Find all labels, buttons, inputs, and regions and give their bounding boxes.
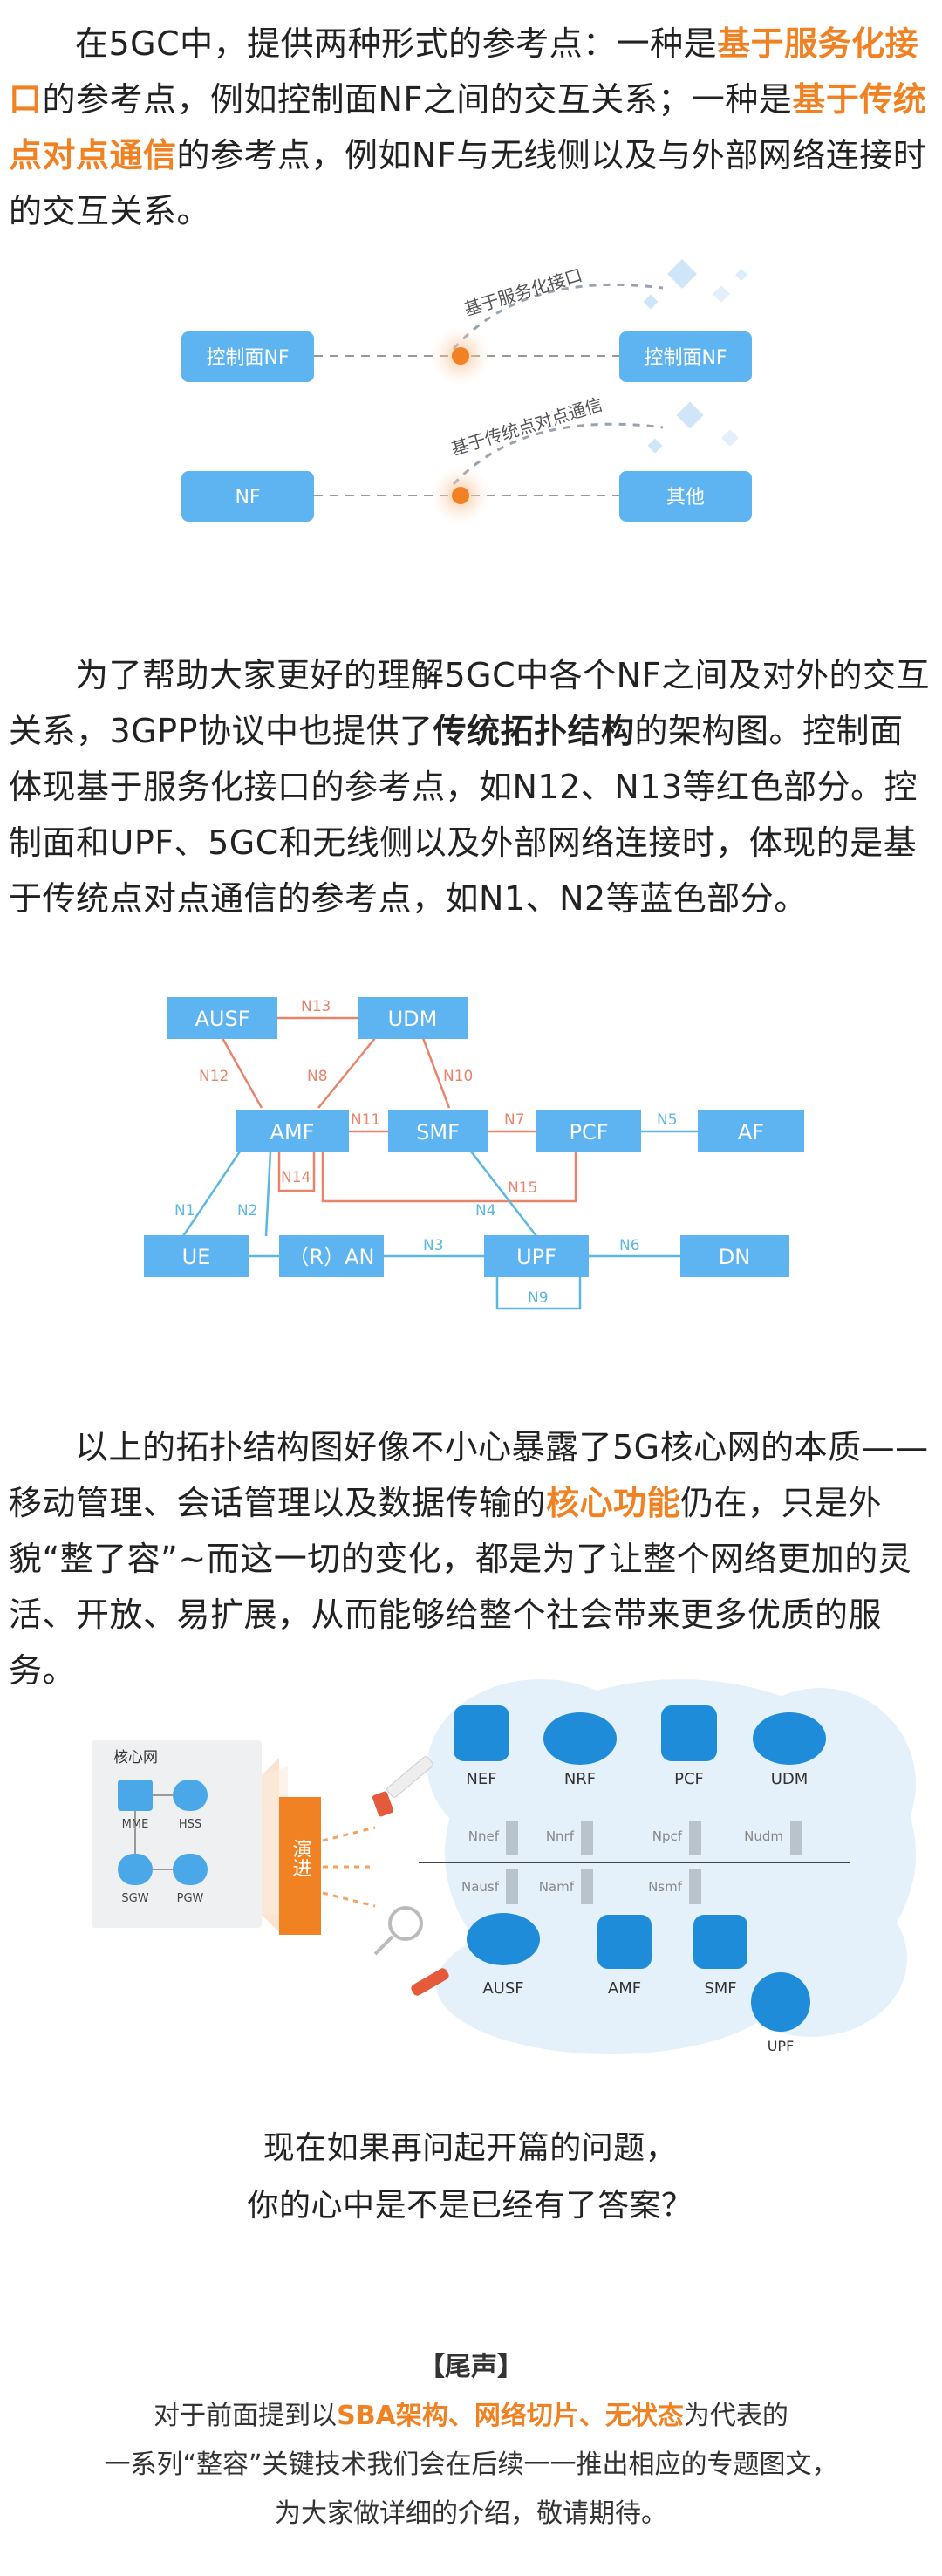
if-nausf: Nausf bbox=[461, 1879, 500, 1895]
bottom-ausf: AUSF bbox=[482, 1979, 523, 1998]
label-n6: N6 bbox=[619, 1237, 640, 1254]
label-n4: N4 bbox=[475, 1202, 496, 1220]
node-amf: AMF bbox=[270, 1120, 315, 1145]
bottom-upf: UPF bbox=[768, 2038, 795, 2054]
evolve-block bbox=[279, 1797, 321, 1935]
bottom-smf: SMF bbox=[704, 1979, 736, 1998]
top-nef: NEF bbox=[466, 1770, 496, 1788]
label-n2: N2 bbox=[237, 1202, 258, 1220]
label-n3: N3 bbox=[423, 1237, 444, 1254]
highlight-core-function: 核心功能 bbox=[546, 1484, 681, 1522]
node-upf: UPF bbox=[516, 1245, 556, 1269]
label-n5: N5 bbox=[657, 1111, 678, 1129]
top-udm: UDM bbox=[771, 1770, 809, 1788]
ending-line-2: 一系列“整容”关键技术我们会在后续一一推出相应的专题图文， bbox=[104, 2450, 838, 2480]
if-nnef: Nnef bbox=[468, 1828, 500, 1844]
highlight-p2p: 基于传统点对点通信 bbox=[9, 80, 927, 174]
ending-title: 【尾声】 bbox=[419, 2352, 523, 2382]
smf-icon bbox=[693, 1915, 747, 1969]
label-service-interface: 基于服务化接口 bbox=[461, 264, 584, 320]
highlight-traditional-topology: 传统拓扑结构 bbox=[433, 712, 635, 750]
evolve-label: 演进 bbox=[290, 1839, 312, 1877]
node-ran: （R）AN bbox=[288, 1245, 374, 1269]
question-block: 现在如果再问起开篇的问题， 你的心中是不是已经有了答案？ bbox=[9, 2120, 932, 2235]
if-nsmf: Nsmf bbox=[648, 1879, 683, 1895]
ref-point-dot-top bbox=[452, 347, 469, 365]
evolution-figure: 核心网 MME HSS SGW PGW 演进 NEF NRF PCF bbox=[92, 1679, 916, 2054]
pcf-icon bbox=[661, 1705, 717, 1761]
old-sgw: SGW bbox=[121, 1892, 148, 1905]
label-n14: N14 bbox=[281, 1169, 311, 1186]
label-n9: N9 bbox=[528, 1289, 549, 1307]
tool-mirror-icon bbox=[388, 1906, 423, 1941]
intro-paragraph: 在5GC中，提供两种形式的参考点：一种是基于服务化接口的参考点，例如控制面NF之… bbox=[9, 24, 927, 230]
node-udm: UDM bbox=[388, 1007, 438, 1031]
label-n10: N10 bbox=[443, 1068, 473, 1085]
label-n1: N1 bbox=[174, 1202, 195, 1220]
label-n12: N12 bbox=[199, 1068, 229, 1085]
question-line-1: 现在如果再问起开篇的问题， bbox=[263, 2130, 678, 2166]
ausf-icon bbox=[467, 1913, 540, 1965]
box-other: 其他 bbox=[666, 487, 705, 509]
ending-line-1: 对于前面提到以SBA架构、网络切片、无状态为代表的 bbox=[154, 2401, 788, 2431]
box-control-nf-right: 控制面NF bbox=[644, 347, 727, 369]
ending-block: 【尾声】 对于前面提到以SBA架构、网络切片、无状态为代表的 一系列“整容”关键… bbox=[0, 2343, 942, 2538]
summary-paragraph: 以上的拓扑结构图好像不小心暴露了5G核心网的本质——移动管理、会话管理以及数据传… bbox=[9, 1428, 929, 1690]
node-dn: DN bbox=[719, 1245, 750, 1269]
label-n15: N15 bbox=[508, 1179, 537, 1197]
nrf-icon bbox=[543, 1712, 617, 1765]
node-ue: UE bbox=[182, 1245, 211, 1269]
highlight-service-interface: 基于服务化接口 bbox=[9, 24, 919, 119]
ref-point-dot-bottom bbox=[452, 487, 469, 504]
old-pgw: PGW bbox=[177, 1892, 204, 1905]
amf-icon bbox=[597, 1915, 652, 1969]
if-namf: Namf bbox=[539, 1879, 575, 1895]
label-n11: N11 bbox=[351, 1111, 380, 1129]
label-n8: N8 bbox=[307, 1068, 328, 1085]
tool-lipstick-icon bbox=[411, 1968, 449, 1996]
top-nrf: NRF bbox=[564, 1770, 596, 1788]
if-npcf: Npcf bbox=[652, 1828, 683, 1844]
udm-icon bbox=[753, 1712, 826, 1765]
question-line-2: 你的心中是不是已经有了答案？ bbox=[247, 2188, 693, 2224]
if-nudm: Nudm bbox=[744, 1828, 783, 1844]
tool-scalpel-icon bbox=[386, 1756, 433, 1798]
node-smf: SMF bbox=[416, 1120, 460, 1145]
label-n13: N13 bbox=[301, 998, 331, 1015]
old-core-title: 核心网 bbox=[113, 1749, 158, 1766]
bottom-amf: AMF bbox=[608, 1979, 641, 1998]
if-nnrf: Nnrf bbox=[546, 1828, 575, 1844]
top-pcf: PCF bbox=[674, 1770, 704, 1788]
arc-bottom bbox=[452, 422, 664, 486]
box-nf: NF bbox=[235, 487, 260, 509]
arc-top bbox=[452, 283, 664, 350]
ending-line-3: 为大家做详细的介绍，敬请期待。 bbox=[275, 2498, 667, 2529]
reference-point-figure: 基于服务化接口 基于传统点对点通信 控制面NF 控制面NF NF 其他 bbox=[181, 259, 752, 525]
upf-icon bbox=[751, 1972, 810, 2032]
label-n7: N7 bbox=[504, 1111, 525, 1129]
node-pcf: PCF bbox=[569, 1120, 608, 1145]
nef-icon bbox=[454, 1705, 509, 1761]
old-mme: MME bbox=[122, 1818, 149, 1831]
box-control-nf-left: 控制面NF bbox=[206, 347, 289, 369]
node-af: AF bbox=[738, 1120, 764, 1145]
old-hss: HSS bbox=[179, 1818, 201, 1831]
ending-highlight: SBA架构、网络切片、无状态 bbox=[337, 2401, 684, 2431]
topology-figure: N13 N12 N8 N10 N11 N7 N5 N14 N15 N1 N2 N… bbox=[144, 997, 804, 1310]
topology-paragraph: 为了帮助大家更好的理解5GC中各个NF之间及对外的交互关系，3GPP协议中也提供… bbox=[9, 656, 930, 918]
node-ausf: AUSF bbox=[195, 1007, 249, 1031]
